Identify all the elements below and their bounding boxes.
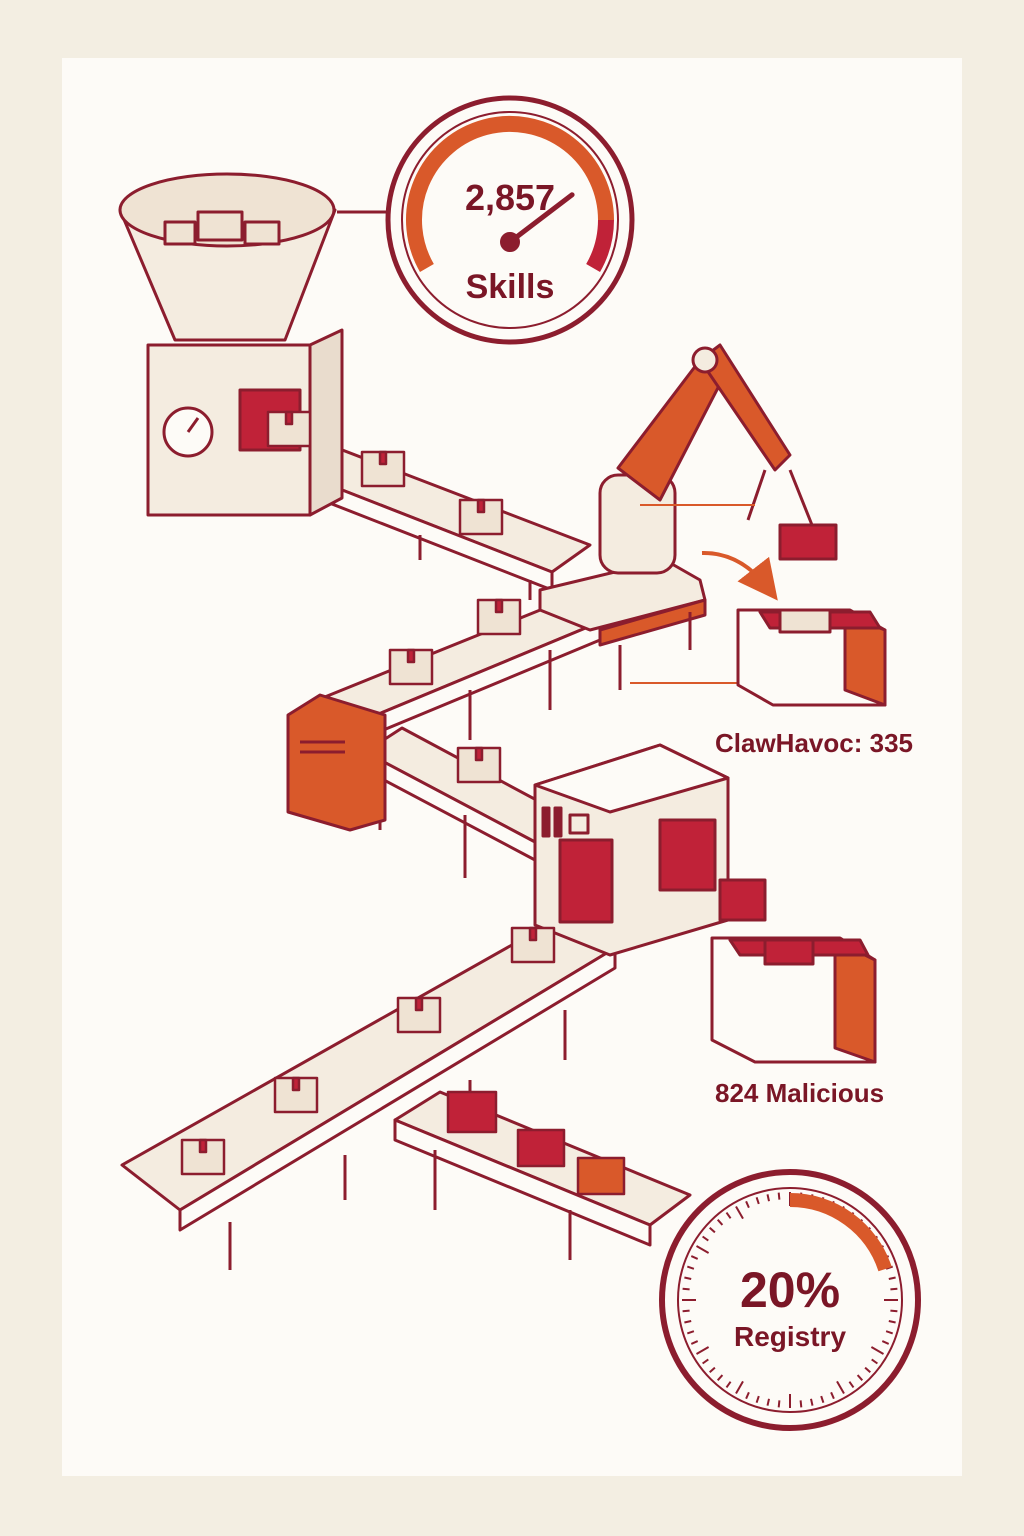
timer-tick [777,1192,781,1200]
skills-gauge-arc [406,115,614,272]
timer-tick [810,1398,814,1406]
package-box [273,1076,319,1114]
timer-tick [684,1276,692,1280]
timer-tick [690,1255,699,1260]
skills-value: 2,857 [465,177,555,218]
timer-tick [702,1358,709,1365]
timer-tick [745,1200,750,1209]
timer-tick [888,1276,896,1280]
timer-tick [716,1219,724,1226]
timer-tick [777,1400,781,1408]
timer-tick [799,1400,803,1408]
timer-tick [745,1391,750,1400]
timer-tick [830,1391,835,1400]
timer-tick [885,1330,894,1335]
skills-label: Skills [466,268,555,306]
timer-tick [820,1395,825,1404]
timer-tick [682,1309,690,1313]
package-box [388,648,434,686]
flagged-package-box [576,1156,626,1196]
timer-tick [709,1366,716,1374]
timer-tick [695,1346,710,1355]
timer-tick [766,1398,770,1406]
generator-box [286,693,387,832]
timer-tick [735,1380,744,1395]
packages [180,410,626,1196]
package-box [360,450,406,488]
flagged-package-box [516,1128,566,1168]
timer-tick [755,1196,760,1205]
timer-tick [686,1265,695,1270]
registry-progress-arc [789,1193,892,1272]
timer-tick [725,1381,732,1388]
package-box [266,410,312,448]
timer-tick [690,1340,699,1345]
timer-tick [871,1358,878,1365]
timer-tick [682,1287,690,1291]
funnel-hopper-icon [118,172,337,342]
timer-tick [709,1226,716,1234]
timer-tick [836,1380,845,1395]
timer-tick [735,1205,744,1220]
skills-gauge-needle [507,192,575,245]
skills-gauge [385,95,635,345]
timer-tick [890,1287,898,1291]
timer-tick [890,1309,898,1313]
timer-tick [870,1346,885,1355]
clawhavoc-label: ClawHavoc: 335 [715,728,913,758]
timer-tick [695,1245,710,1254]
malicious-label: 824 Malicious [715,1078,884,1108]
package-box [510,926,556,964]
timer-tick [864,1366,871,1374]
clawhavoc-bin [736,608,887,707]
registry-value: 20% [740,1262,840,1318]
hopper-machine [146,328,344,517]
flagged-package-box [446,1090,498,1134]
package-box [476,598,522,636]
robotic-arm-icon [538,343,838,690]
package-box [456,746,502,784]
timer-tick [881,1340,890,1345]
scanner-machine-icon [533,743,730,957]
package-box [458,498,504,536]
timer-tick [755,1395,760,1404]
timer-tick [848,1381,855,1388]
timer-tick [766,1194,770,1202]
timer-tick [716,1374,724,1381]
timer-tick [702,1235,709,1242]
registry-label: Registry [734,1321,846,1352]
malicious-bin [710,878,877,1064]
timer-tick [888,1320,896,1324]
timer-tick [856,1374,864,1381]
package-box [180,1138,226,1176]
timer-tick [725,1212,732,1219]
timer-tick [684,1320,692,1324]
timer-tick [686,1330,695,1335]
package-box [396,996,442,1034]
drop-arrow [701,550,778,601]
skills-gauge-redzone [586,219,614,273]
timer-dial-icon [659,1169,921,1431]
